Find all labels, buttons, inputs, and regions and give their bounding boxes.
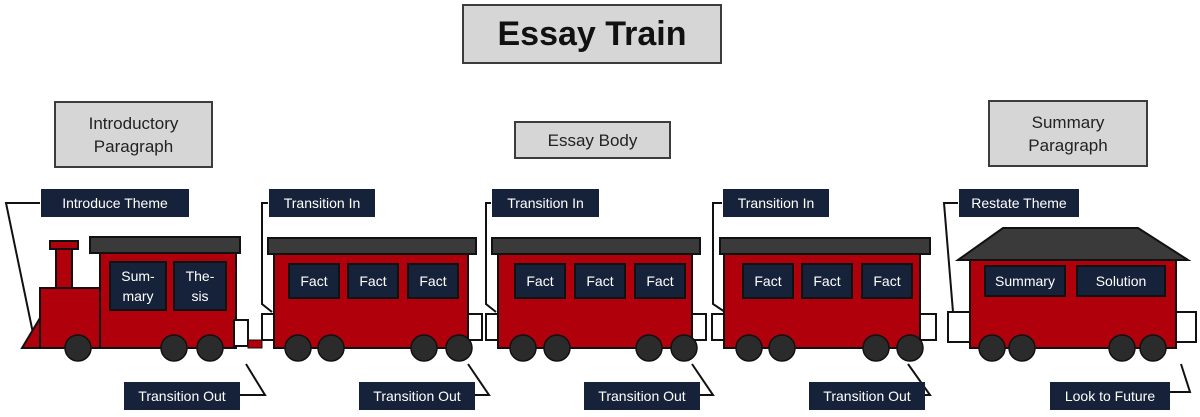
transition-in-callout-3 <box>712 202 726 313</box>
fact-label: Fact <box>873 273 900 289</box>
body-car-1 <box>261 237 483 349</box>
car-3-window-2 <box>801 263 853 299</box>
fact-label: Fact <box>813 273 840 289</box>
transition-in-callout-1 <box>261 202 273 313</box>
transition-out-label-1: Transition Out <box>124 382 240 410</box>
car-2-window-3 <box>634 263 686 299</box>
caboose <box>947 227 1197 349</box>
car-2-window-2 <box>574 263 626 299</box>
car-1-window-3 <box>407 263 459 299</box>
wheel <box>196 334 224 362</box>
caboose-window-2-label: Solution <box>1096 273 1147 289</box>
car-3-front-coupler <box>711 313 725 341</box>
engine-window-1-line-2: mary <box>122 288 153 304</box>
fact-label: Fact <box>300 273 327 289</box>
wheel <box>768 334 796 362</box>
car-2-window-1 <box>514 263 566 299</box>
transition-in-callout-2 <box>485 202 497 313</box>
car-3-window-1 <box>742 263 794 299</box>
body-car-2 <box>485 237 707 349</box>
introduce-theme-callout <box>4 202 40 339</box>
wheel <box>978 334 1006 362</box>
wheel <box>543 334 571 362</box>
body-car-3 <box>711 237 937 349</box>
restate-theme-callout <box>942 202 958 313</box>
transition-in-label-1: Transition In <box>269 189 375 217</box>
wheel <box>445 334 473 362</box>
car-1-roof <box>267 237 477 255</box>
wheel <box>317 334 345 362</box>
transition-out-callout-1 <box>233 363 267 396</box>
car-2-rear-coupler <box>691 313 707 341</box>
fact-label: Fact <box>754 273 781 289</box>
caboose-window-1-label: Summary <box>995 273 1055 289</box>
transition-in-label-3: Transition In <box>723 189 829 217</box>
wheel <box>635 334 663 362</box>
look-to-future-label: Look to Future <box>1050 382 1170 410</box>
engine-hitch <box>247 339 263 349</box>
transition-out-callout-4 <box>907 363 932 396</box>
look-to-future-callout <box>1170 363 1192 393</box>
caboose-roof <box>954 227 1192 261</box>
wheel <box>410 334 438 362</box>
wheel <box>896 334 924 362</box>
restate-theme-label: Restate Theme <box>959 189 1079 217</box>
wheel <box>1008 334 1036 362</box>
summary-section-line-2: Paragraph <box>1028 135 1108 155</box>
wheel <box>160 334 188 362</box>
intro-section-line-2: Paragraph <box>93 136 174 156</box>
transition-out-label-2: Transition Out <box>359 382 475 410</box>
engine-window-1-line-1: Sum- <box>121 268 155 284</box>
intro-section-box: Introductory Paragraph <box>54 101 213 168</box>
fact-label: Fact <box>359 273 386 289</box>
car-2-front-coupler <box>485 313 499 341</box>
car-1-window-1 <box>288 263 340 299</box>
wheel <box>862 334 890 362</box>
wheel <box>735 334 763 362</box>
smokestack-cap <box>49 240 79 250</box>
engine-window-2-line-1: The- <box>186 268 215 284</box>
engine-window-2-line-2: sis <box>191 288 208 304</box>
engine-window-1 <box>109 261 167 311</box>
transition-out-label-4: Transition Out <box>809 382 925 410</box>
caboose-front-coupler <box>947 311 971 343</box>
diagram-title: Essay Train <box>462 4 722 64</box>
car-2-roof <box>491 237 701 255</box>
summary-section-box: Summary Paragraph <box>988 100 1148 167</box>
fact-label: Fact <box>586 273 613 289</box>
wheel <box>64 334 92 362</box>
car-3-window-3 <box>861 263 913 299</box>
wheel <box>1108 334 1136 362</box>
car-1-front-coupler <box>261 313 275 341</box>
wheel <box>670 334 698 362</box>
smokestack <box>55 248 73 290</box>
transition-out-label-3: Transition Out <box>584 382 700 410</box>
body-section-box: Essay Body <box>514 121 671 159</box>
transition-out-callout-3 <box>691 363 715 396</box>
summary-section-line-1: Summary <box>1031 112 1105 132</box>
engine-coupler <box>233 319 249 347</box>
transition-in-label-2: Transition In <box>492 189 599 217</box>
fact-label: Fact <box>526 273 553 289</box>
caboose-window-2 <box>1076 265 1166 297</box>
wheel <box>284 334 312 362</box>
car-3-roof <box>719 237 931 255</box>
caboose-rear-coupler <box>1175 311 1197 343</box>
car-1-window-2 <box>347 263 399 299</box>
engine-roof <box>89 236 241 254</box>
wheel <box>1139 334 1167 362</box>
engine-window-2 <box>173 261 227 311</box>
intro-section-line-1: Introductory <box>88 113 179 133</box>
introduce-theme-label: Introduce Theme <box>41 189 189 217</box>
car-1-rear-coupler <box>467 313 483 341</box>
fact-label: Fact <box>419 273 446 289</box>
wheel <box>509 334 537 362</box>
car-3-rear-coupler <box>919 313 937 341</box>
fact-label: Fact <box>646 273 673 289</box>
wheels <box>64 334 1167 362</box>
caboose-window-1 <box>984 265 1066 297</box>
transition-out-callout-2 <box>467 363 491 396</box>
